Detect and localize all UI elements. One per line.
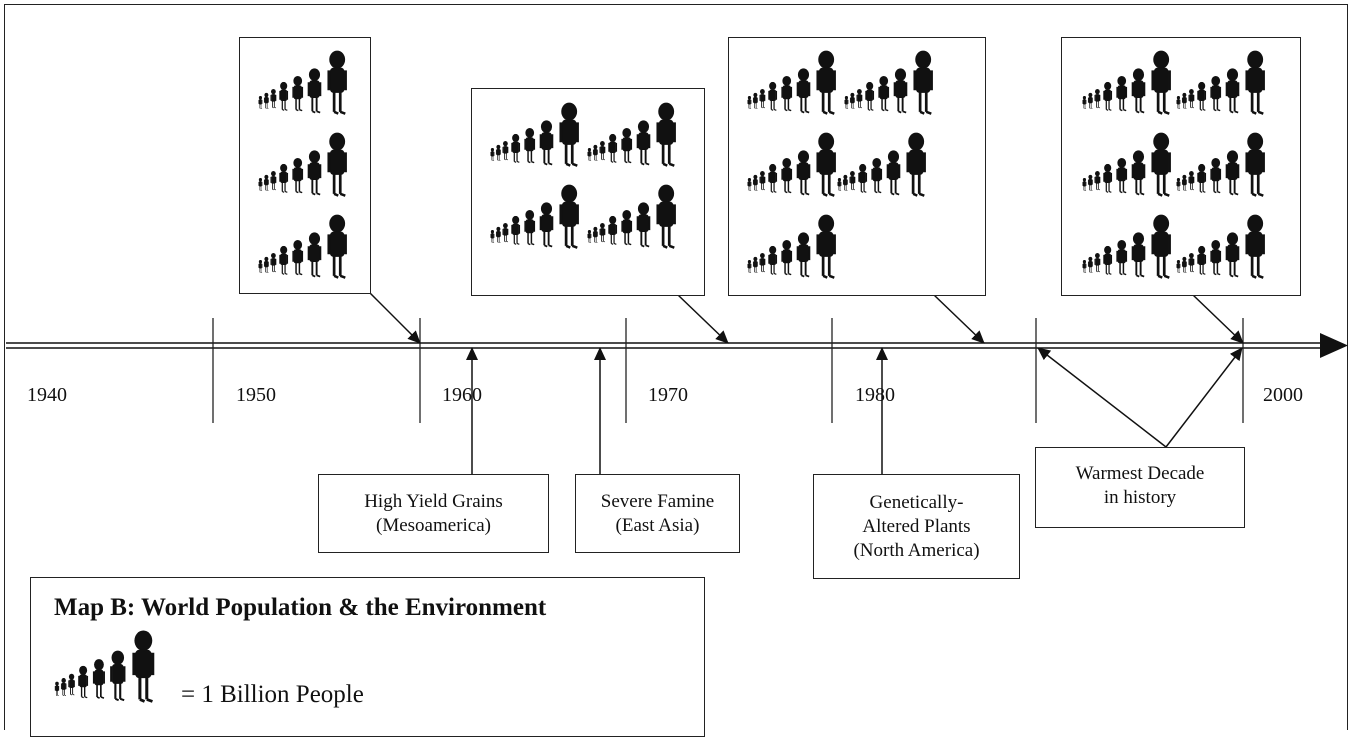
event-line: Genetically-	[869, 491, 964, 513]
event-box-genetically-altered-plants: Genetically- Altered Plants (North Ameri…	[813, 474, 1020, 579]
event-line: Altered Plants	[862, 515, 971, 537]
year-label-1960: 1960	[442, 384, 482, 406]
year-label-1950: 1950	[236, 384, 276, 406]
event-line: (North America)	[853, 539, 980, 561]
year-label-1980: 1980	[855, 384, 895, 406]
event-line: Severe Famine	[600, 490, 715, 512]
event-box-warmest-decade: Warmest Decade in history	[1035, 447, 1245, 528]
population-icons	[240, 38, 370, 293]
pop-arrow-4	[1192, 294, 1244, 344]
event-box-severe-famine: Severe Famine (East Asia)	[575, 474, 740, 553]
billion-people-icon	[53, 622, 177, 712]
event-line: (East Asia)	[615, 514, 700, 536]
event-box-high-yield-grains: High Yield Grains (Mesoamerica)	[318, 474, 549, 553]
timeline-arrowhead	[1320, 333, 1348, 358]
diagram-frame	[4, 4, 1348, 730]
event-line: in history	[1103, 487, 1177, 508]
year-label-2000: 2000	[1263, 384, 1303, 406]
event-line: Warmest Decade	[1075, 463, 1205, 484]
event-arrow-warm-right	[1165, 347, 1243, 448]
pop-arrow-1	[369, 292, 421, 344]
population-box-6-billion	[1061, 37, 1301, 296]
population-box-5-billion	[728, 37, 986, 296]
population-icons	[472, 89, 704, 295]
pop-arrow-2	[677, 294, 729, 344]
legend-text: = 1 Billion People	[181, 681, 364, 708]
population-box-3-billion	[239, 37, 371, 294]
year-label-1970: 1970	[648, 384, 688, 406]
event-arrow-warm-left	[1037, 347, 1167, 448]
legend-box: Map B: World Population & the Environmen…	[30, 577, 705, 737]
population-box-4-billion	[471, 88, 705, 296]
year-label-1940: 1940	[27, 384, 67, 406]
pop-arrow-3	[933, 294, 985, 344]
event-line: (Mesoamerica)	[376, 514, 491, 536]
population-icons	[1062, 38, 1300, 295]
population-icons	[729, 38, 985, 295]
event-line: High Yield Grains	[364, 490, 503, 512]
diagram-title: Map B: World Population & the Environmen…	[54, 594, 547, 621]
